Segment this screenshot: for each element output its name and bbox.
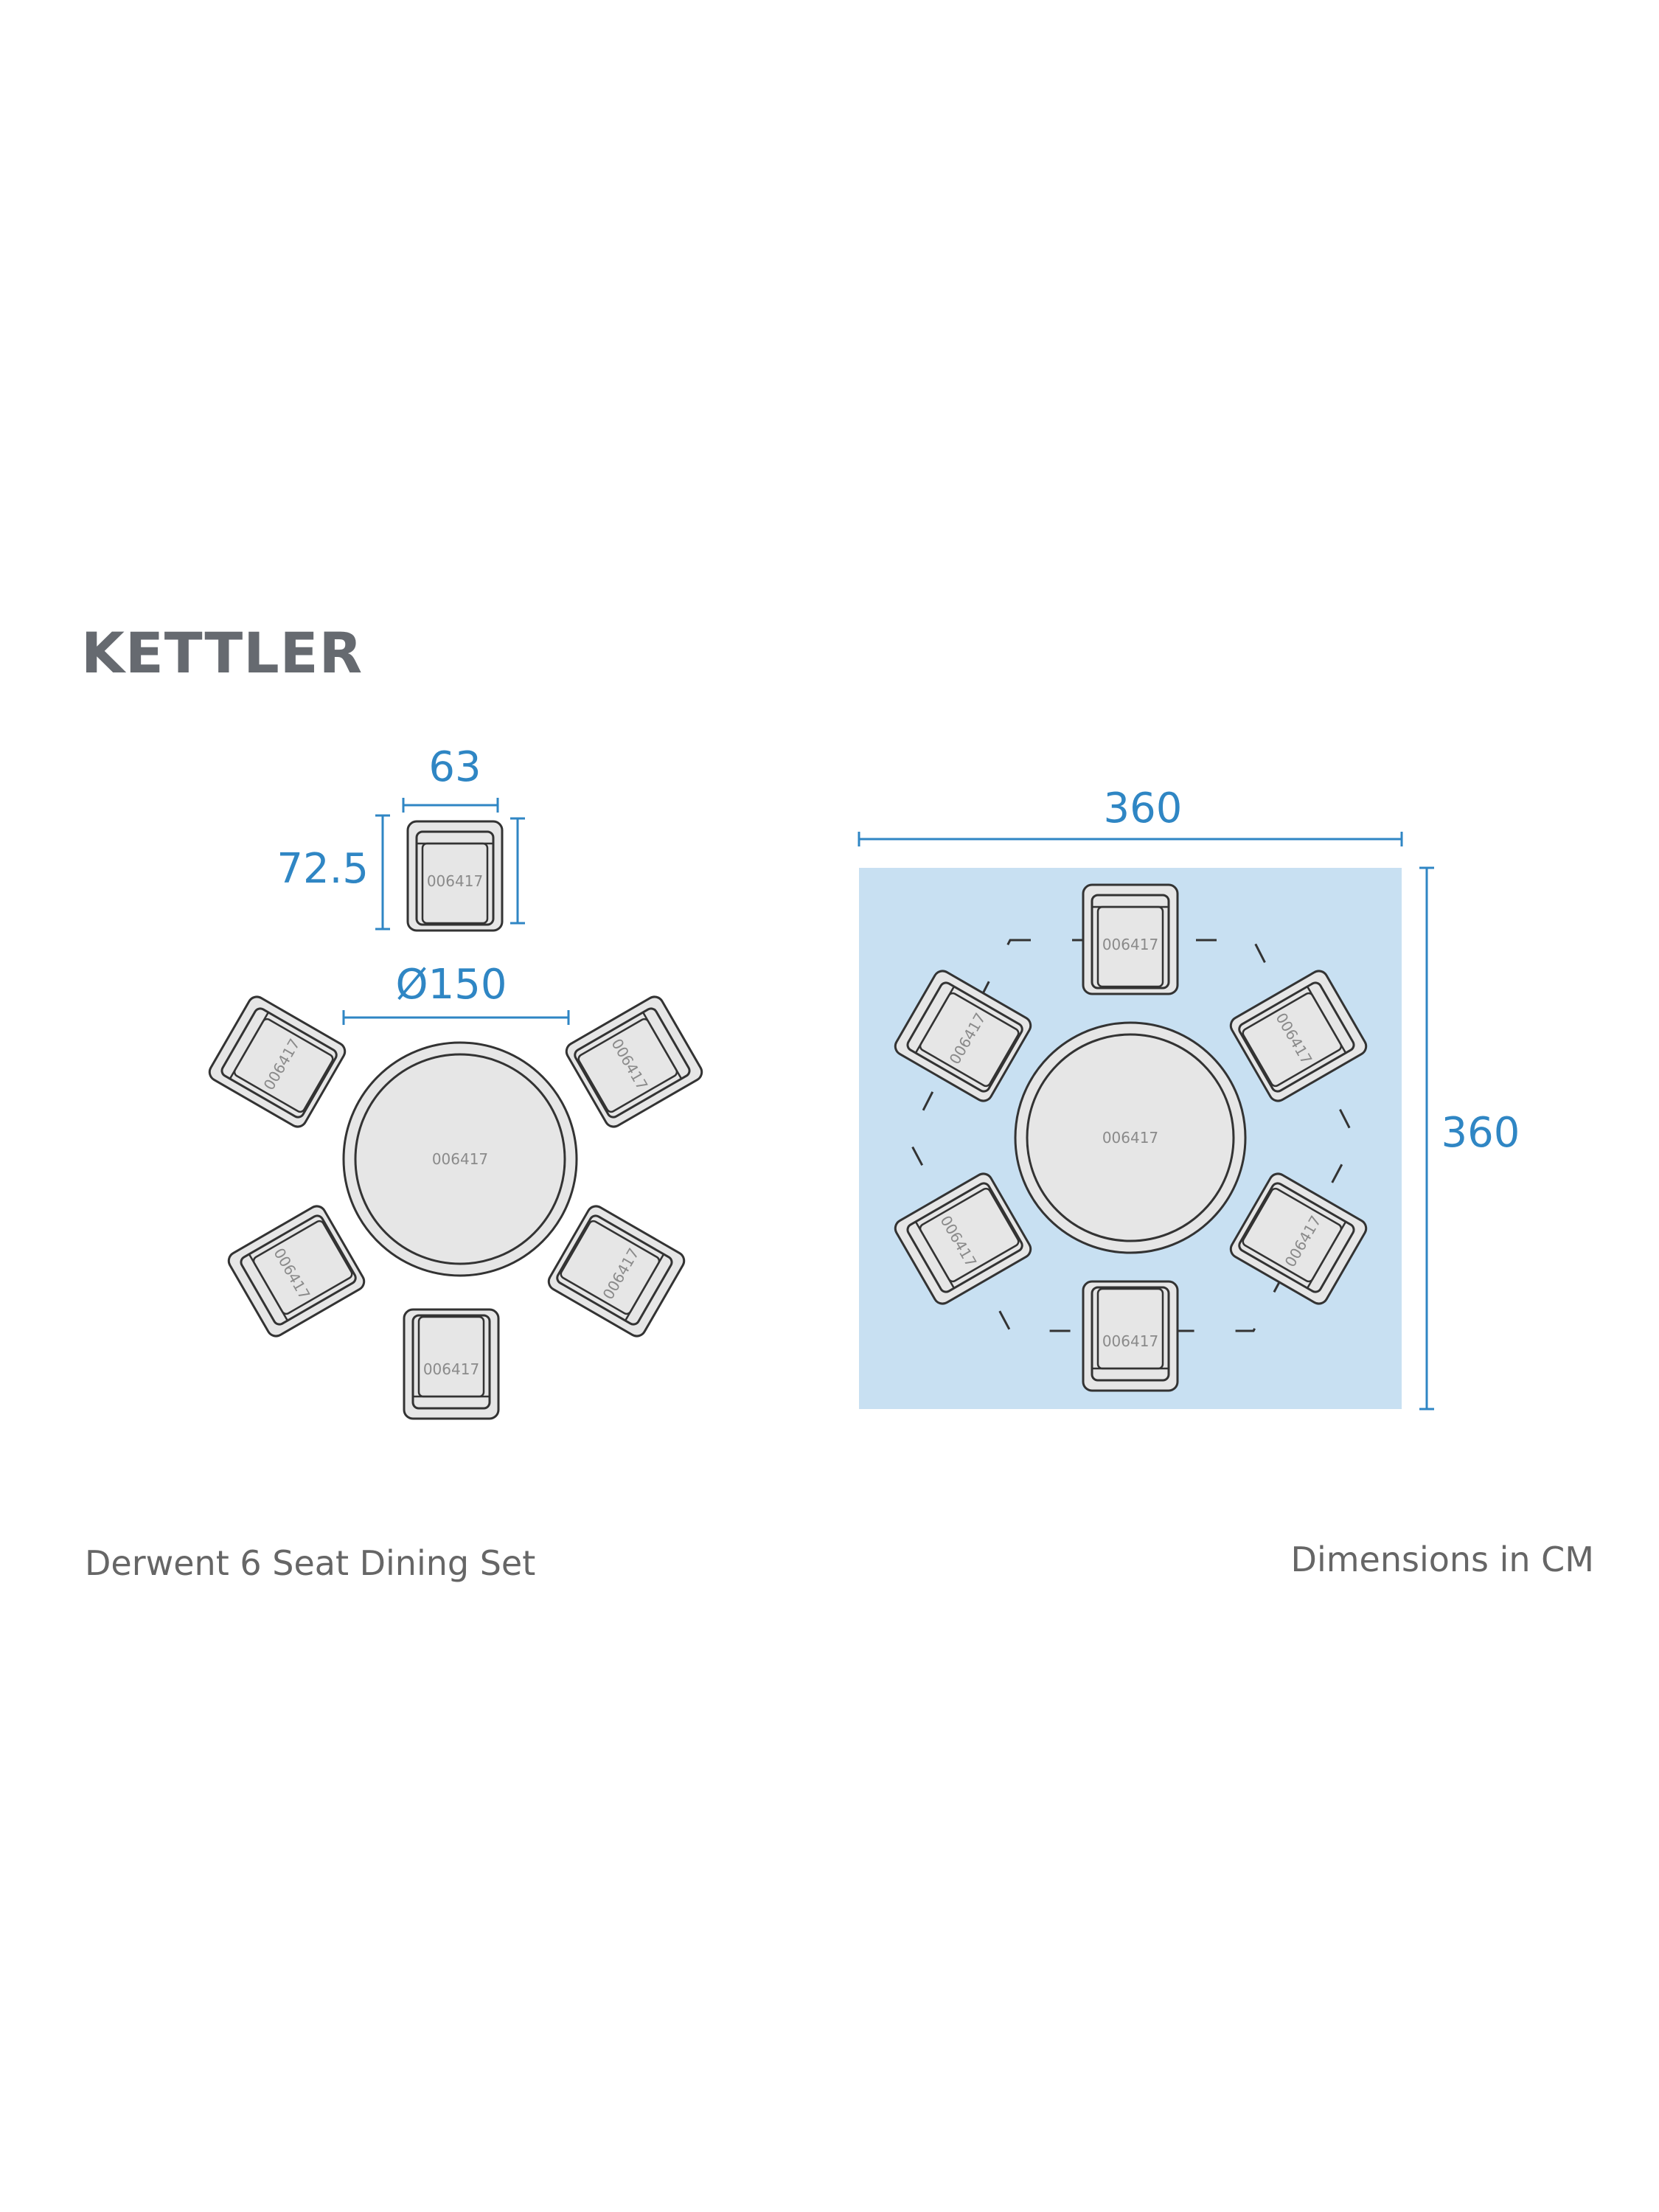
chair-left-top-right: 006417 (562, 992, 706, 1131)
chair-left-top-left: 006417 (205, 992, 349, 1131)
chair-left-bottom-right: 006417 (544, 1202, 689, 1340)
chair-right-bottom: 006417 (1082, 1280, 1179, 1392)
chair-right-top: 006417 (1082, 883, 1179, 995)
table-diameter-line (342, 1010, 570, 1025)
chair-left-bottom-left: 006417 (224, 1202, 369, 1340)
single-chair: 006417 (406, 820, 504, 932)
chair-code: 006417 (1102, 936, 1158, 953)
table-code-label: 006417 (1102, 1129, 1158, 1147)
units-note: Dimensions in CM (1290, 1540, 1594, 1579)
chair-width-line (402, 798, 499, 813)
chair-code-label: 006417 (427, 872, 483, 890)
chair-left-bottom: 006417 (403, 1308, 500, 1420)
product-name: Derwent 6 Seat Dining Set (85, 1543, 536, 1583)
chair-depth-line (375, 814, 525, 931)
chair-width-label: 63 (428, 743, 481, 791)
chair-right-bottom-left: 006417 (891, 1169, 1035, 1308)
chair-right-top-left: 006417 (891, 967, 1035, 1105)
area-width-label: 360 (1104, 785, 1183, 832)
table-code-label: 006417 (432, 1150, 488, 1168)
chair-right-top-right: 006417 (1226, 967, 1371, 1105)
table-top-right: 006417 (1014, 1021, 1247, 1254)
area-width-line (858, 832, 1403, 846)
kettler-logo: KETTLER (81, 620, 363, 686)
chair-depth-label: 72.5 (276, 845, 369, 893)
chair-code: 006417 (1102, 1332, 1158, 1350)
area-depth-label: 360 (1441, 1109, 1520, 1157)
table-top-left: 006417 (342, 1041, 578, 1277)
clearance-outline (907, 939, 1357, 1332)
right-plan: 006417 006417 006417 006417 006417 00641… (891, 883, 1371, 1392)
chair-code: 006417 (423, 1360, 479, 1378)
table-diameter-label: Ø150 (396, 961, 507, 1009)
chair-right-bottom-right: 006417 (1226, 1169, 1371, 1308)
area-depth-line (1419, 866, 1434, 1411)
left-plan: 006417 006417 006417 006417 006417 00641… (205, 992, 706, 1420)
